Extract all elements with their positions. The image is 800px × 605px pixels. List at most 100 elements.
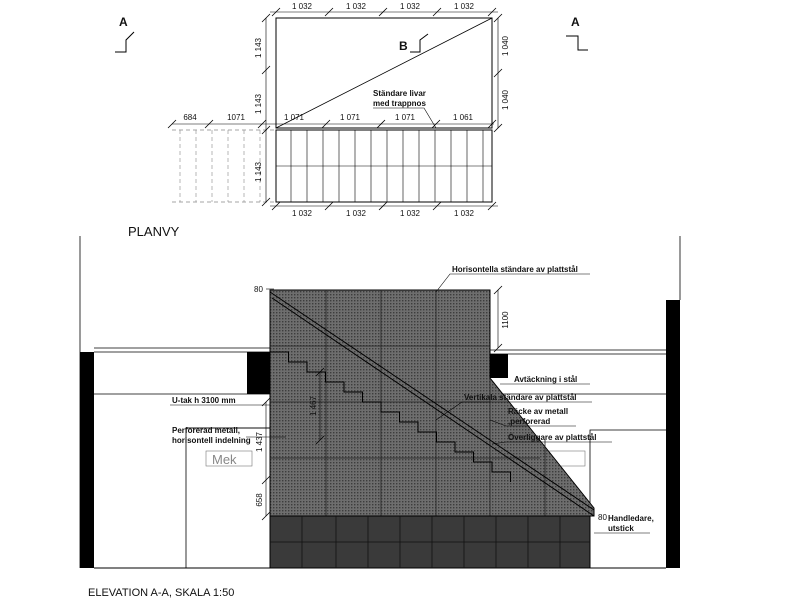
- plan-bottom-dim: 1 032: [346, 209, 367, 218]
- section-marker-right: A: [566, 15, 588, 51]
- plan-top-dim: 1 032: [292, 2, 313, 11]
- door-sign-left: Mek: [205, 450, 253, 467]
- plan-left-dimensions: 1 143 1 143 1 143: [254, 13, 271, 207]
- dimension-tick: [376, 119, 386, 129]
- dimension-tick: [257, 119, 267, 129]
- section-marker-b: B: [399, 33, 429, 53]
- dimension-tick: [431, 119, 441, 129]
- annotation-perforated: Perforerad metall, horisontell indelning: [172, 426, 286, 445]
- plan-note-line-1: Ständare livar: [373, 89, 426, 98]
- plan-mid-dim: 1 071: [284, 113, 305, 122]
- plan-mid-dim: 684: [183, 113, 197, 122]
- dimension-tick: [204, 119, 214, 129]
- label-perforated-line-1: Perforerad metall,: [172, 426, 240, 435]
- plan-top-dimensions: 1 032 1 032 1 032 1 032: [270, 2, 498, 17]
- door-sign-left-text: Mek: [212, 452, 237, 467]
- dashed-treads: [179, 130, 261, 202]
- dim-mid-height: 1 437: [255, 431, 264, 452]
- dim-bottom-offset: 80: [598, 513, 607, 522]
- dimension-tick: [487, 119, 497, 129]
- perforated-stair-panel: [269, 289, 595, 517]
- elevation-dimensions: 80 1100 1 467 1 437 658 80: [254, 285, 607, 522]
- plan-top-dim: 1 032: [400, 2, 421, 11]
- dim-top-offset: 80: [254, 285, 263, 294]
- section-marker-left-label: A: [119, 15, 128, 29]
- section-marker-right-label: A: [571, 15, 580, 29]
- dimension-tick: [271, 7, 281, 17]
- annotation-top-rail: Överliggare av plattstål: [491, 433, 612, 445]
- label-cover: Avtäckning i stål: [514, 375, 577, 384]
- plan-bottom-dimensions: 1 032 1 032 1 032 1 032: [270, 201, 498, 218]
- plan-right-dim: 1 040: [501, 89, 510, 110]
- plan-mid-dim: 1 061: [453, 113, 474, 122]
- plan-note-riser: Ständare livar med trappnos: [373, 89, 437, 129]
- landing-diagonal: [275, 17, 493, 129]
- dim-stair-rise: 1 467: [309, 395, 318, 416]
- dimension-tick: [378, 7, 388, 17]
- dim-rail-height: 1100: [501, 311, 510, 329]
- dim-low-height: 658: [255, 493, 264, 507]
- plan-bottom-dim: 1 032: [292, 209, 313, 218]
- plan-mid-dim: 1 071: [340, 113, 361, 122]
- section-arrow-right-icon: [566, 35, 588, 51]
- label-railing-line-1: Räcke av metall: [508, 407, 568, 416]
- dimension-tick: [378, 201, 388, 211]
- plan-title: PLANVY: [128, 224, 180, 239]
- label-handrail-line-1: Handledare,: [608, 514, 654, 523]
- plan-top-dim: 1 032: [454, 2, 475, 11]
- dimension-tick: [432, 201, 442, 211]
- stair-treads: [290, 130, 484, 202]
- plan-mid-dim: 1 071: [395, 113, 416, 122]
- dimension-tick: [167, 119, 177, 129]
- slab-edge-left: [247, 352, 271, 394]
- dimension-tick: [432, 7, 442, 17]
- plan-note-line-2: med trappnos: [373, 99, 426, 108]
- label-top-rail: Överliggare av plattstål: [508, 433, 596, 442]
- plan-middle-dimensions: 684 1071 1 071 1 071 1 071 1 061: [167, 113, 497, 129]
- dimension-tick: [324, 201, 334, 211]
- annotation-cover: Avtäckning i stål: [500, 375, 590, 385]
- railing: [269, 291, 595, 517]
- section-arrow-b-icon: [410, 33, 429, 53]
- annotation-horizontal-posts: Horisontella ständare av plattstål: [435, 265, 590, 293]
- label-ceiling: U-tak h 3100 mm: [172, 396, 236, 405]
- dimension-tick: [324, 7, 334, 17]
- plan-left-dim: 1 143: [254, 37, 263, 58]
- label-railing-line-2: ,perforerad: [508, 417, 550, 426]
- slab-edge-right: [490, 354, 508, 378]
- plan-view: A A B 1 032 1 032 1 0: [115, 2, 588, 239]
- annotation-railing: Räcke av metall ,perforerad: [489, 407, 576, 427]
- dimension-tick: [321, 119, 331, 129]
- wall-right-solid: [666, 300, 680, 568]
- plan-note-leader: [373, 107, 437, 129]
- dimension-tick: [487, 201, 497, 211]
- section-arrow-left-icon: [115, 31, 135, 53]
- plan-right-dim: 1 040: [501, 35, 510, 56]
- stair-steps: [270, 351, 511, 482]
- elevation-title: ELEVATION A-A, SKALA 1:50: [88, 587, 234, 599]
- landing-outline: [275, 17, 493, 129]
- annotation-vertical-posts: Vertikala ständare av plattstål: [435, 393, 592, 421]
- section-marker-left: A: [115, 15, 135, 53]
- plan-bottom-dim: 1 032: [454, 209, 475, 218]
- plan-bottom-dim: 1 032: [400, 209, 421, 218]
- elevation-view: Mek 8: [79, 236, 681, 599]
- section-marker-b-label: B: [399, 39, 408, 53]
- dimension-tick: [271, 201, 281, 211]
- lower-cladding-joints: [270, 516, 590, 568]
- label-horizontal-posts: Horisontella ständare av plattstål: [452, 265, 578, 274]
- label-perforated-line-2: horisontell indelning: [172, 436, 251, 445]
- plan-left-dim: 1 143: [254, 93, 263, 114]
- label-vertical-posts: Vertikala ständare av plattstål: [464, 393, 577, 402]
- wall-left-solid: [80, 352, 94, 568]
- dimension-tick: [487, 7, 497, 17]
- plan-left-dim: 1 143: [254, 161, 263, 182]
- plan-right-dimensions: 1 040 1 040: [493, 13, 510, 133]
- annotation-ceiling: U-tak h 3100 mm: [170, 396, 270, 406]
- plan-top-dim: 1 032: [346, 2, 367, 11]
- label-handrail-line-2: utstick: [608, 524, 634, 533]
- plan-mid-dim: 1071: [227, 113, 245, 122]
- stair-dashed-extension: [172, 129, 276, 203]
